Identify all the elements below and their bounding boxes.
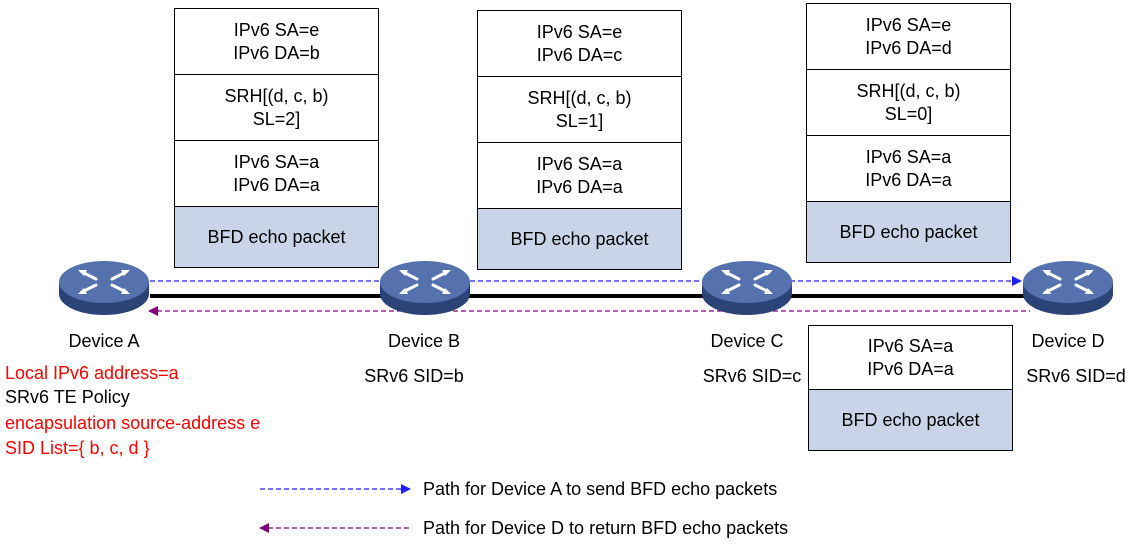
inner-ipv6-header: IPv6 SA=a IPv6 DA=a [809, 326, 1012, 390]
bfd-payload-label: BFD echo packet [207, 226, 346, 247]
router-icon-device-d [1023, 261, 1113, 315]
outer-ipv6-header: IPv6 SA=e IPv6 DA=d [807, 4, 1010, 70]
router-icon-device-b [380, 261, 470, 315]
inner-destination-address: IPv6 DA=a [536, 176, 623, 197]
inner-ipv6-header: IPv6 SA=a IPv6 DA=a [478, 143, 681, 209]
outer-destination-address: IPv6 DA=b [233, 42, 320, 63]
router-icon-device-c [702, 261, 792, 315]
device-c-sid: SRv6 SID=c [702, 366, 802, 386]
inner-ipv6-header: IPv6 SA=a IPv6 DA=a [175, 141, 378, 207]
device-b-sid: SRv6 SID=b [364, 366, 464, 386]
srh-segment-list: SRH[(d, c, b) [856, 80, 961, 101]
packet-stack-c-to-d: IPv6 SA=e IPv6 DA=d SRH[(d, c, b) SL=0] … [806, 3, 1011, 263]
inner-source-address: IPv6 SA=a [233, 151, 320, 172]
srh-segments-left: SL=2] [252, 108, 301, 129]
inner-source-address: IPv6 SA=a [536, 153, 623, 174]
router-icon-device-a [59, 261, 149, 315]
outer-ipv6-header: IPv6 SA=e IPv6 DA=c [478, 11, 681, 77]
bfd-payload: BFD echo packet [807, 202, 1010, 262]
bfd-payload-label: BFD echo packet [839, 221, 978, 242]
outer-destination-address: IPv6 DA=c [536, 44, 623, 65]
bfd-payload: BFD echo packet [175, 207, 378, 267]
bfd-payload: BFD echo packet [809, 390, 1012, 450]
inner-destination-address: IPv6 DA=a [233, 174, 320, 195]
inner-ipv6-header: IPv6 SA=a IPv6 DA=a [807, 136, 1010, 202]
packet-stack-b-to-c: IPv6 SA=e IPv6 DA=c SRH[(d, c, b) SL=1] … [477, 10, 682, 270]
bfd-payload: BFD echo packet [478, 209, 681, 269]
srh-segment-list: SRH[(d, c, b) [224, 85, 329, 106]
device-b-label: Device B [387, 331, 461, 351]
device-a-label: Device A [68, 331, 140, 351]
srh-header: SRH[(d, c, b) SL=2] [175, 75, 378, 141]
inner-source-address: IPv6 SA=a [865, 146, 952, 167]
device-a-local-address: Local IPv6 address=a [5, 363, 179, 383]
srh-segments-left: SL=0] [884, 103, 933, 124]
srh-header: SRH[(d, c, b) SL=1] [478, 77, 681, 143]
legend-send-label: Path for Device A to send BFD echo packe… [423, 479, 778, 499]
device-a-encapsulation: encapsulation source-address e [5, 413, 261, 433]
inner-source-address: IPv6 SA=a [867, 335, 954, 356]
inner-destination-address: IPv6 DA=a [865, 169, 952, 190]
device-a-policy: SRv6 TE Policy [5, 387, 130, 407]
device-a-sid-list: SID List={ b, c, d } [5, 438, 150, 458]
legend-return-label: Path for Device D to return BFD echo pac… [423, 518, 789, 538]
packet-stack-a-to-b: IPv6 SA=e IPv6 DA=b SRH[(d, c, b) SL=2] … [174, 8, 379, 268]
outer-source-address: IPv6 SA=e [536, 21, 623, 42]
srh-segment-list: SRH[(d, c, b) [527, 87, 632, 108]
device-d-sid: SRv6 SID=d [1026, 366, 1126, 386]
device-c-label: Device C [710, 331, 784, 351]
outer-destination-address: IPv6 DA=d [865, 37, 952, 58]
srh-header: SRH[(d, c, b) SL=0] [807, 70, 1010, 136]
srh-segments-left: SL=1] [555, 110, 604, 131]
outer-source-address: IPv6 SA=e [233, 19, 320, 40]
outer-ipv6-header: IPv6 SA=e IPv6 DA=b [175, 9, 378, 75]
outer-source-address: IPv6 SA=e [865, 14, 952, 35]
device-d-label: Device D [1031, 331, 1105, 351]
bfd-payload-label: BFD echo packet [841, 409, 980, 430]
packet-stack-return: IPv6 SA=a IPv6 DA=a BFD echo packet [808, 325, 1013, 451]
inner-destination-address: IPv6 DA=a [867, 358, 954, 379]
bfd-payload-label: BFD echo packet [510, 228, 649, 249]
